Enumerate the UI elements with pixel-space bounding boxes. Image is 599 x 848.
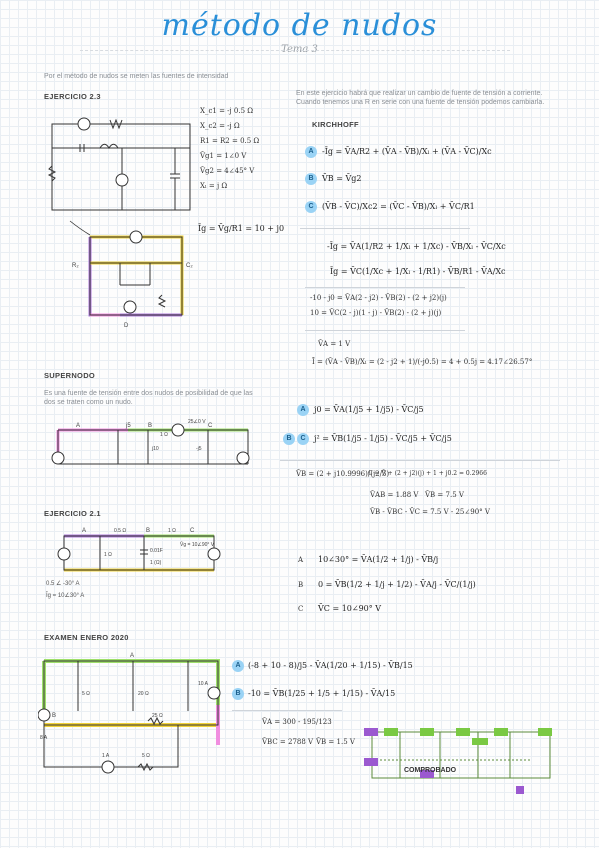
ex23-result-2: Ī = (V̄A - V̄B)/Xₗ = (2 - j2 + 1)/(-j0.5… (312, 358, 533, 366)
ex21-eq-b: 0 = V̄B(1/2 + 1/j + 1/2) - V̄A/j - V̄C/(… (318, 580, 476, 589)
supernodo-vab: V̄AB = 1.88 V (370, 491, 419, 499)
svg-text:C₂: C₂ (186, 263, 193, 269)
badge-supernodo-b: B (283, 433, 295, 445)
badge-examen-b: B (232, 688, 244, 700)
supernodo-vb: V̄B = (2 + j10.9996)/(j2/3) (296, 470, 390, 478)
label-examen-1a: 1 A (102, 753, 110, 759)
label-examen-8a: 8 A (40, 735, 48, 741)
page-title: método de nudos (161, 8, 438, 43)
label-ex21-vg: V̄g = 10∠90° V (180, 541, 215, 548)
simulation-schematic: COMPROBADO (364, 728, 552, 794)
ex23-data-1: X_c1 = -j 0.5 Ω (200, 107, 254, 115)
circuit-ex23-transformed: R₂ C₂ D (69, 220, 193, 329)
circuit-ex21: A 0.5 Ω B 1 Ω C 1 Ω 0.01F 1 (Ω) V̄g = 10… (57, 528, 221, 572)
heading-supernodo: SUPERNODO (44, 371, 96, 380)
ex23-result-1: V̄A = 1 V (318, 340, 351, 348)
ex21-src2: Īg = 10∠30° A (46, 593, 85, 599)
badge-c: C (305, 201, 317, 213)
supernodo-eq-bc: j² = V̄B(1/j5 - 1/j5) - V̄C/j5 + V̄C/j5 (314, 434, 452, 443)
ex21-label-c: C (298, 605, 304, 613)
label-examen-r5: 5 Ω (82, 691, 90, 697)
supernodo-vb2: V̄B = 7.5 V (425, 491, 464, 499)
ex21-eq-a: 10∠30° = V̄A(1/2 + 1/j) - V̄B/j (318, 555, 439, 564)
examen-res-1: V̄A = 300 - 195/123 (262, 718, 332, 726)
divider-supernodo (280, 460, 560, 461)
label-supernodo-j5: j5 (125, 423, 131, 429)
label-supernodo-j10: j10 (151, 446, 159, 452)
svg-text:D: D (124, 323, 129, 329)
label-ex21-b: B (146, 528, 150, 534)
svg-text:R₂: R₂ (72, 263, 79, 269)
label-ex21-r1: 0.5 Ω (114, 528, 126, 534)
label-supernodo-b: B (148, 423, 152, 429)
badge-examen-a: A (232, 660, 244, 672)
ex21-eq-c: V̄C = 10∠90° V (318, 604, 382, 613)
supernodo-desc-line2: dos se traten como un nudo. (44, 399, 133, 406)
divider-3 (305, 330, 465, 331)
ex21-label-a: A (298, 556, 304, 564)
label-ex21-z: 1 (Ω) (150, 560, 162, 566)
badge-a: A (305, 146, 317, 158)
circuit-examen: A B 20 Ω 5 Ω 25 Ω 8 A 10 A 1 A 5 Ω (38, 653, 221, 774)
label-supernodo-c: C (208, 423, 213, 429)
ex23-note-line1: En este ejercicio habrá que realizar un … (296, 90, 543, 97)
ex23-system-2: Īg = V̄C(1/Xc + 1/Xₗ - 1/R1) - V̄B/R1 - … (330, 267, 506, 276)
supernodo-vbc: V̄B - V̄BC - V̄C = 7.5 V - 25∠90° V (370, 508, 490, 516)
examen-eq-2: -10 = V̄B(1/25 + 1/5 + 1/15) - V̄A/15 (248, 689, 396, 698)
ex23-system-1: -Īg = V̄A(1/R2 + 1/Xₗ + 1/Xc) - V̄B/Xₗ -… (327, 242, 506, 251)
label-supernodo-source: 25∠0 V (188, 419, 206, 425)
intro-text: Por el método de nudos se meten las fuen… (44, 73, 229, 80)
label-ex21-cap: 0.01F (150, 548, 163, 554)
supernodo-desc-line1: Es una fuente de tensión entre dos nudos… (44, 390, 253, 397)
ex23-eq-b: V̄B = V̄g2 (322, 174, 362, 183)
label-ex21-r2: 1 Ω (168, 528, 176, 534)
label-supernodo-a: A (76, 423, 80, 429)
kirchhoff-label: KIRCHHOFF (312, 120, 359, 129)
label-examen-b: B (52, 713, 56, 719)
circuit-ex23-original (47, 117, 191, 211)
label-examen-a: A (130, 653, 134, 659)
label-examen-r5b: 5 Ω (142, 753, 150, 759)
supernodo-eq-a: j0 = V̄A(1/j5 + 1/j5) - V̄C/j5 (314, 405, 424, 414)
ex23-transform: Īg = V̄g/R1 = 10 + j0 (198, 224, 285, 233)
ex23-data-2: X_c2 = -j Ω (200, 122, 240, 130)
ex23-eq-a: -Īg = V̄A/R2 + (V̄A - V̄B)/Xₗ + (V̄A - V… (322, 147, 492, 156)
label-examen-10a: 10 A (198, 681, 209, 687)
ex23-data-3: R1 = R2 = 0.5 Ω (200, 137, 260, 145)
heading-ex21: EJERCICIO 2.1 (44, 509, 101, 518)
ex23-numeric-1: -10 - j0 = V̄A(2 - j2) - V̄B(2) - (2 + j… (310, 294, 447, 302)
ex23-data-4: V̄g1 = 1∠0 V (200, 152, 247, 160)
heading-examen: EXAMEN ENERO 2020 (44, 633, 129, 642)
badge-b: B (305, 173, 317, 185)
circuit-supernodo: A j5 B 1 Ω C 25∠0 V j10 -j5 (51, 419, 250, 465)
ex21-label-b: B (298, 581, 304, 589)
ex23-data-5: V̄g2 = 4∠45° V (200, 167, 255, 175)
label-ex21-r3: 1 Ω (104, 552, 112, 558)
ex23-data-block: X_c1 = -j 0.5 Ω X_c2 = -j Ω R1 = R2 = 0.… (200, 107, 295, 190)
divider-1 (300, 228, 470, 229)
examen-eq-1: (-8 + 10 - 8)/j5 - V̄A(1/20 + 1/15) - V̄… (248, 661, 413, 670)
ex23-numeric-2: 10 = V̄C(2 - j)(1 - j) - V̄B(2) - (2 + j… (310, 309, 442, 317)
ex23-data-6: Xₗ = j Ω (200, 182, 228, 190)
label-ex21-a: A (82, 528, 86, 534)
ex21-src1: 0.5 ∠ -30° A (46, 581, 80, 587)
label-supernodo-cap: -j5 (196, 446, 202, 452)
ex23-note-line2: Cuando tenemos una R en serie con una fu… (296, 99, 545, 106)
supernodo-vc: C = V̄ + (2 + j2)(j) + 1 + j0.2 = 0.2966 (368, 470, 487, 477)
badge-supernodo-a: A (297, 404, 309, 416)
heading-ex23: EJERCICIO 2.3 (44, 92, 101, 101)
badge-supernodo-c: C (297, 433, 309, 445)
divider-2 (305, 287, 465, 288)
label-supernodo-r: 1 Ω (160, 432, 168, 438)
divider-examen (232, 710, 342, 711)
ex23-eq-c: (V̄B - V̄C)/Xc2 = (V̄C - V̄B)/Xₗ + V̄C/R… (322, 202, 475, 211)
title-underline (80, 50, 510, 51)
label-examen-r20: 20 Ω (138, 691, 149, 697)
examen-res-3: V̄B = 1.5 V (316, 738, 355, 746)
label-examen-r25: 25 Ω (152, 713, 163, 719)
comprobado-label: COMPROBADO (404, 767, 457, 774)
page-subtitle: Tema 3 (281, 44, 318, 55)
examen-res-2: V̄BC = 2788 V (262, 738, 314, 746)
label-ex21-c: C (190, 528, 195, 534)
